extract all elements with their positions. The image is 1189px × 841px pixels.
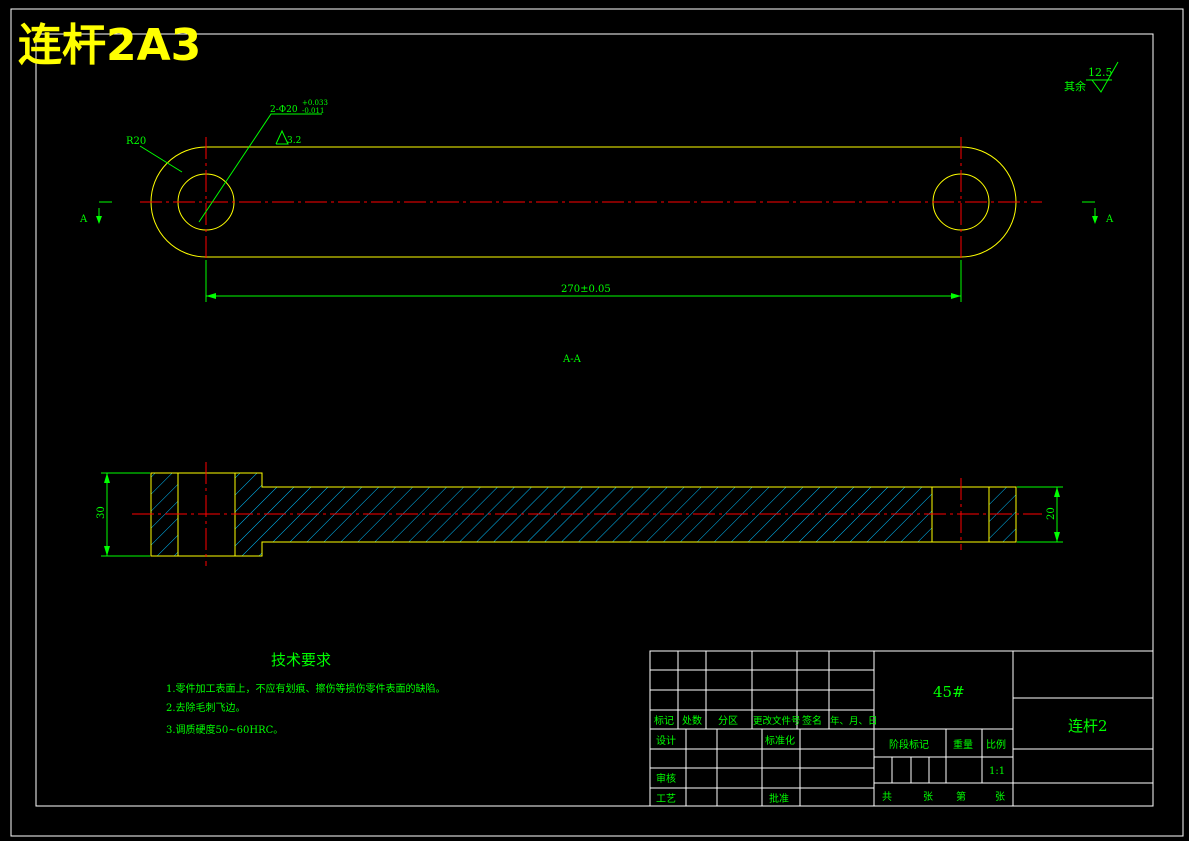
- rev-header-count: 处数: [682, 714, 702, 727]
- holes-tol-upper: +0.033: [302, 99, 328, 107]
- sign-process: 工艺: [656, 793, 676, 805]
- tech-item-1: 1.零件加工表面上，不应有划痕、擦伤等损伤零件表面的缺陷。: [166, 682, 446, 695]
- sheet-index-unit: 张: [995, 791, 1005, 803]
- sign-review: 审核: [656, 772, 676, 785]
- section-mark-left: A: [79, 214, 88, 225]
- sheet-inner-border: [35, 33, 1154, 807]
- holes-dim: 2-Φ20: [270, 105, 298, 115]
- weight-label: 重量: [953, 738, 973, 751]
- rev-header-mark: 标记: [654, 715, 674, 727]
- sign-design: 设计: [656, 734, 676, 747]
- scale-value: 1:1: [989, 766, 1005, 777]
- material: 45#: [933, 683, 965, 701]
- title-block: [649, 650, 1154, 807]
- sheet-total-unit: 张: [923, 791, 933, 803]
- tech-item-2: 2.去除毛刺飞边。: [166, 701, 246, 714]
- holes-tol-lower: -0.011: [302, 107, 324, 115]
- holes-roughness: 3.2: [287, 136, 301, 146]
- sign-approve: 批准: [769, 792, 789, 805]
- section-view: 30 20: [96, 462, 1063, 566]
- center-distance-dim: 270±0.05: [561, 284, 611, 295]
- roughness-symbol: 其余 12.5: [1064, 61, 1119, 93]
- top-view: R20 2-Φ20 +0.033 -0.011 3.2 270±0.05 A A: [79, 99, 1114, 302]
- radius-dim: R20: [126, 136, 146, 147]
- scale-label: 比例: [986, 738, 1006, 751]
- thickness-left-dim: 30: [96, 506, 107, 519]
- rev-header-date: 年、月、日: [830, 715, 878, 727]
- tech-item-3: 3.调质硬度50~60HRC。: [166, 723, 283, 736]
- roughness-value: 12.5: [1088, 66, 1113, 79]
- rev-header-sign: 签名: [802, 714, 822, 727]
- roughness-label: 其余: [1064, 79, 1086, 93]
- section-view-label: A-A: [562, 354, 582, 365]
- sheet-total-label: 共: [882, 791, 892, 803]
- title-block-text: 45# 连杆2 标记 处数 分区 更改文件号 签名 年、月、日 设计 标准化 审…: [654, 683, 1108, 805]
- tech-heading: 技术要求: [271, 651, 331, 669]
- rev-header-zone: 分区: [718, 715, 738, 727]
- sheet-outer-border: [10, 8, 1184, 837]
- overlay-title: 连杆2A3: [18, 20, 201, 71]
- tech-requirements: 技术要求 1.零件加工表面上，不应有划痕、擦伤等损伤零件表面的缺陷。 2.去除毛…: [166, 651, 446, 736]
- sheet-index-label: 第: [956, 790, 966, 803]
- section-mark-right: A: [1105, 214, 1114, 225]
- rev-header-doc: 更改文件号: [753, 715, 801, 727]
- stage-label: 阶段标记: [889, 738, 929, 751]
- thickness-right-dim: 20: [1046, 507, 1057, 520]
- sign-standard: 标准化: [765, 734, 795, 747]
- part-name: 连杆2: [1068, 717, 1108, 735]
